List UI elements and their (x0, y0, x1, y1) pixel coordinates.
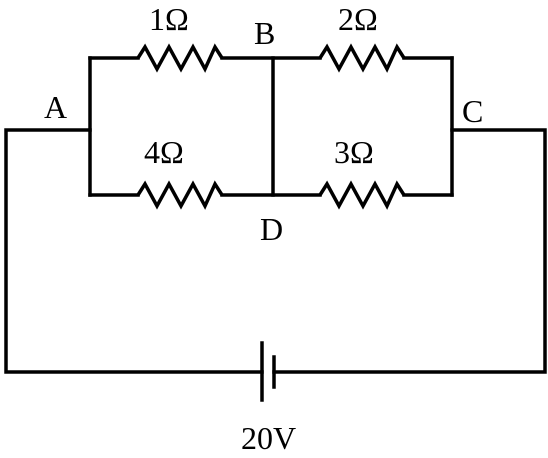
battery-voltage-label: 20V (241, 420, 296, 456)
resistor-ab-label: 1Ω (149, 1, 189, 37)
resistor-bc (318, 43, 406, 73)
resistor-dc-label: 3Ω (334, 134, 374, 170)
resistor-ad (136, 180, 224, 210)
resistor-ab (136, 43, 224, 73)
node-b-label: B (254, 15, 275, 51)
resistor-bc-label: 2Ω (338, 1, 378, 37)
resistor-ad-label: 4Ω (144, 134, 184, 170)
wire-c-right (272, 128, 547, 374)
node-c-label: C (462, 93, 483, 129)
node-a-label: A (44, 89, 67, 125)
node-d-label: D (260, 211, 283, 247)
wire-a-left (4, 128, 264, 374)
resistor-dc (318, 180, 406, 210)
